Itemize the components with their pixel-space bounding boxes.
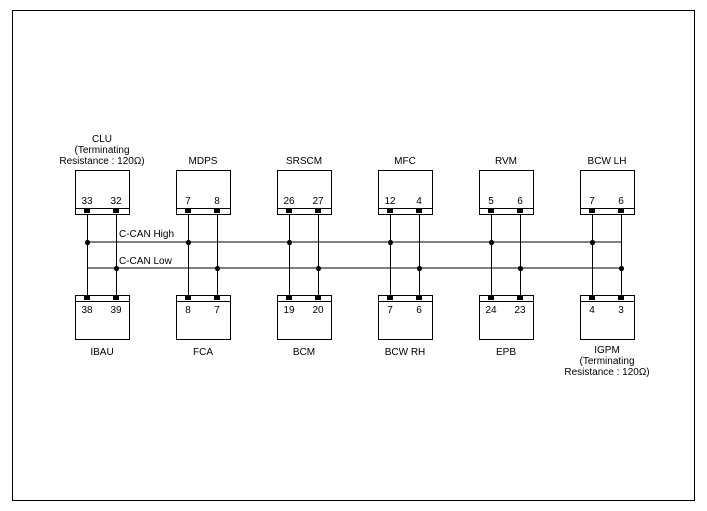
pin-number-bcw-rh-7: 7 <box>387 305 393 316</box>
module-box-igpm <box>580 295 635 340</box>
module-name-bcw-lh: BCW LH <box>588 156 627 167</box>
bus-low-label: C-CAN Low <box>119 256 173 267</box>
pin-number-fca-8: 8 <box>185 305 191 316</box>
module-box-bcw-rh <box>378 295 433 340</box>
pin-number-epb-24: 24 <box>485 305 497 316</box>
module-box-mfc <box>378 170 433 215</box>
pin-terminal-bcw-lh-6 <box>618 209 624 213</box>
module-box-epb <box>479 295 534 340</box>
pin-terminal-mfc-4 <box>416 209 422 213</box>
pin-terminal-ibau-39 <box>113 296 119 300</box>
pin-number-srscm-27: 27 <box>312 196 324 207</box>
pin-terminal-ibau-38 <box>84 296 90 300</box>
module-box-ibau <box>75 295 130 340</box>
module-name-clu: CLU <box>92 134 112 145</box>
module-mdps: 7 8 MDPS <box>176 156 231 215</box>
pin-number-bcw-lh-6: 6 <box>618 196 624 207</box>
pin-terminal-bcw-lh-7 <box>589 209 595 213</box>
pin-terminal-bcw-rh-6 <box>416 296 422 300</box>
pin-number-mfc-4: 4 <box>416 196 422 207</box>
pin-number-bcm-19: 19 <box>283 305 295 316</box>
module-mfc: 12 4 MFC <box>378 156 433 215</box>
pin-terminal-igpm-4 <box>589 296 595 300</box>
termination-note-clu-0: (Terminating <box>74 145 129 156</box>
pin-terminal-rvm-6 <box>517 209 523 213</box>
pin-number-rvm-6: 6 <box>517 196 523 207</box>
module-name-fca: FCA <box>193 347 213 358</box>
pin-number-epb-23: 23 <box>514 305 526 316</box>
pin-terminal-mdps-7 <box>185 209 191 213</box>
pin-terminal-mfc-12 <box>387 209 393 213</box>
pin-number-clu-33: 33 <box>81 196 93 207</box>
module-name-mdps: MDPS <box>189 156 218 167</box>
module-name-mfc: MFC <box>394 156 416 167</box>
module-box-fca <box>176 295 231 340</box>
pin-terminal-clu-32 <box>113 209 119 213</box>
module-name-bcm: BCM <box>293 347 315 358</box>
pin-terminal-srscm-27 <box>315 209 321 213</box>
diagram-frame <box>12 10 695 501</box>
module-name-ibau: IBAU <box>90 347 113 358</box>
module-name-epb: EPB <box>496 347 516 358</box>
module-bcw-lh: 7 6 BCW LH <box>580 156 635 215</box>
pin-terminal-rvm-5 <box>488 209 494 213</box>
pin-number-mdps-7: 7 <box>185 196 191 207</box>
pin-terminal-srscm-26 <box>286 209 292 213</box>
pin-number-bcm-20: 20 <box>312 305 324 316</box>
pin-number-bcw-rh-6: 6 <box>416 305 422 316</box>
pin-number-mdps-8: 8 <box>214 196 220 207</box>
module-box-clu <box>75 170 130 215</box>
module-name-bcw-rh: BCW RH <box>385 347 426 358</box>
pin-terminal-epb-23 <box>517 296 523 300</box>
module-box-bcm <box>277 295 332 340</box>
module-box-srscm <box>277 170 332 215</box>
module-rvm: 5 6 RVM <box>479 156 534 215</box>
module-box-rvm <box>479 170 534 215</box>
termination-note-igpm-0: (Terminating <box>579 356 634 367</box>
pin-terminal-bcm-19 <box>286 296 292 300</box>
bus-high-label: C-CAN High <box>119 229 174 240</box>
pin-number-fca-7: 7 <box>214 305 220 316</box>
pin-number-bcw-lh-7: 7 <box>589 196 595 207</box>
pin-number-clu-32: 32 <box>110 196 122 207</box>
pin-terminal-bcw-rh-7 <box>387 296 393 300</box>
module-box-mdps <box>176 170 231 215</box>
pin-terminal-igpm-3 <box>618 296 624 300</box>
pin-number-rvm-5: 5 <box>488 196 494 207</box>
module-name-igpm: IGPM <box>594 345 620 356</box>
pin-terminal-fca-7 <box>214 296 220 300</box>
pin-number-srscm-26: 26 <box>283 196 295 207</box>
pin-number-ibau-39: 39 <box>110 305 122 316</box>
module-name-srscm: SRSCM <box>286 156 322 167</box>
pin-terminal-clu-33 <box>84 209 90 213</box>
pin-number-igpm-3: 3 <box>618 305 624 316</box>
pin-terminal-bcm-20 <box>315 296 321 300</box>
pin-number-igpm-4: 4 <box>589 305 595 316</box>
pin-terminal-fca-8 <box>185 296 191 300</box>
pin-terminal-mdps-8 <box>214 209 220 213</box>
termination-note-clu-1: Resistance : 120Ω) <box>59 156 144 167</box>
pin-number-ibau-38: 38 <box>81 305 93 316</box>
pin-terminal-epb-24 <box>488 296 494 300</box>
module-srscm: 26 27 SRSCM <box>277 156 332 215</box>
wires <box>84 214 625 296</box>
pin-number-mfc-12: 12 <box>384 196 396 207</box>
module-box-bcw-lh <box>580 170 635 215</box>
module-name-rvm: RVM <box>495 156 517 167</box>
termination-note-igpm-1: Resistance : 120Ω) <box>564 367 649 378</box>
bus-lines <box>87 241 622 269</box>
